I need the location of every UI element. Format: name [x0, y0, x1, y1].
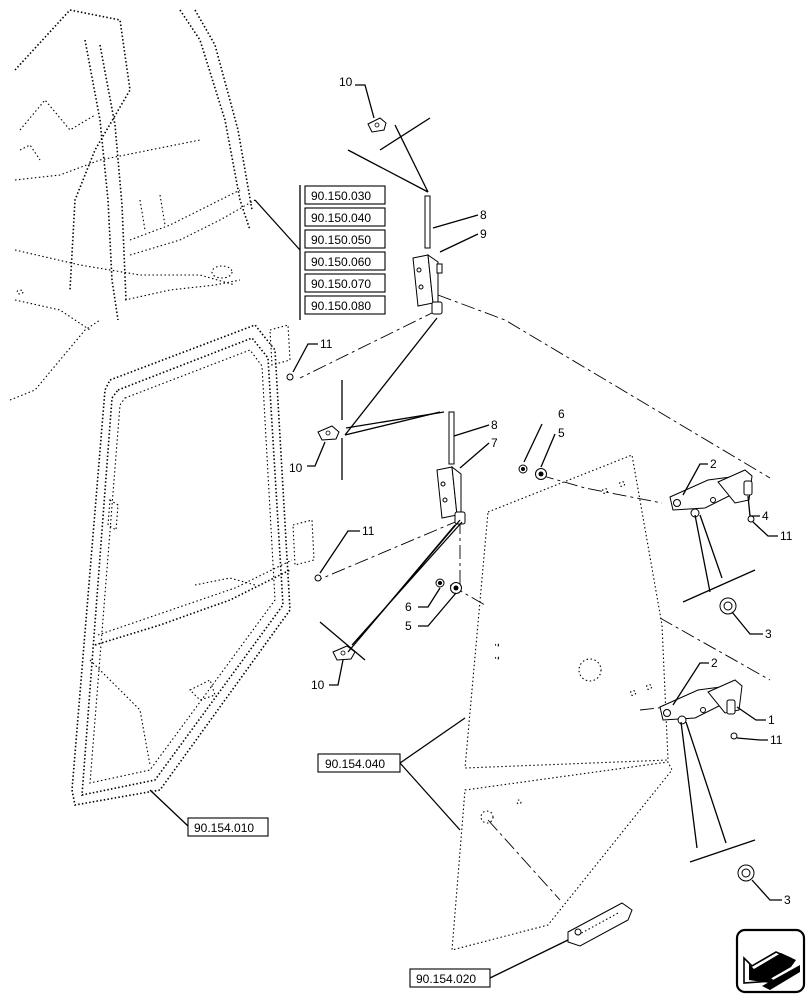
ref-handle[interactable]: 90.154.020 [409, 939, 569, 988]
callout-9: 9 [480, 227, 487, 241]
callout-leaders [292, 84, 782, 901]
section-ref-2[interactable]: 90.150.050 [304, 229, 386, 249]
cab-structure [9, 9, 256, 401]
callout-10-mid: 10 [289, 461, 303, 475]
callout-2-lower: 2 [711, 656, 718, 670]
svg-text:90.154.020: 90.154.020 [416, 972, 476, 986]
callout-8-mid: 8 [491, 418, 498, 432]
screws [286, 373, 755, 740]
callout-5-lower: 5 [405, 619, 412, 633]
next-page-arrow-icon[interactable] [735, 928, 806, 994]
callout-2-upper: 2 [710, 457, 717, 471]
callout-10-bottom: 10 [311, 678, 325, 692]
callout-11-upper-hinge: 11 [780, 529, 793, 543]
svg-text:90.150.060: 90.150.060 [311, 255, 371, 269]
callout-3-upper: 3 [765, 627, 772, 641]
callout-3-lower: 3 [784, 893, 791, 907]
callout-11-lower-hinge: 11 [770, 733, 783, 747]
ref-glass-panel[interactable]: 90.154.040 [317, 717, 466, 831]
door-frame [71, 324, 315, 806]
svg-text:90.150.070: 90.150.070 [311, 277, 371, 291]
upper-right-hinge [669, 469, 756, 615]
callout-11-lower-frame: 11 [362, 524, 375, 538]
ref-door-frame[interactable]: 90.154.010 [149, 789, 269, 837]
glass-panel [451, 454, 673, 951]
svg-text:90.150.030: 90.150.030 [311, 189, 371, 203]
middle-hinge-assembly [317, 317, 466, 661]
svg-text:90.150.080: 90.150.080 [311, 299, 371, 313]
callout-6-upper: 6 [558, 407, 565, 421]
callout-4: 4 [762, 509, 769, 523]
callout-10-top: 10 [339, 75, 353, 89]
callout-6-lower: 6 [405, 600, 412, 614]
callout-5-upper: 5 [558, 426, 565, 440]
callout-11-upper-frame: 11 [320, 337, 333, 351]
lower-right-hinge [659, 679, 756, 882]
callout-8-top: 8 [480, 208, 487, 222]
callout-7: 7 [491, 436, 498, 450]
upper-hinge-assembly [347, 117, 443, 315]
section-ref-1[interactable]: 90.150.040 [304, 207, 386, 227]
svg-text:90.154.040: 90.154.040 [325, 757, 385, 771]
callout-labels: 10 8 9 11 10 8 7 6 5 11 6 5 10 2 4 11 3 … [289, 75, 793, 907]
callout-1: 1 [768, 713, 775, 727]
section-ref-4[interactable]: 90.150.070 [304, 273, 386, 293]
section-reference-group: 90.150.030 90.150.040 90.150.050 90.150.… [254, 185, 386, 320]
center-lines [299, 294, 771, 901]
svg-text:90.150.050: 90.150.050 [311, 233, 371, 247]
section-ref-3[interactable]: 90.150.060 [304, 251, 386, 271]
washers [435, 464, 547, 594]
svg-text:90.154.010: 90.154.010 [194, 821, 254, 835]
section-ref-5[interactable]: 90.150.080 [304, 295, 386, 315]
door-handle [567, 902, 633, 947]
svg-text:90.150.040: 90.150.040 [311, 211, 371, 225]
section-ref-0[interactable]: 90.150.030 [304, 185, 386, 205]
